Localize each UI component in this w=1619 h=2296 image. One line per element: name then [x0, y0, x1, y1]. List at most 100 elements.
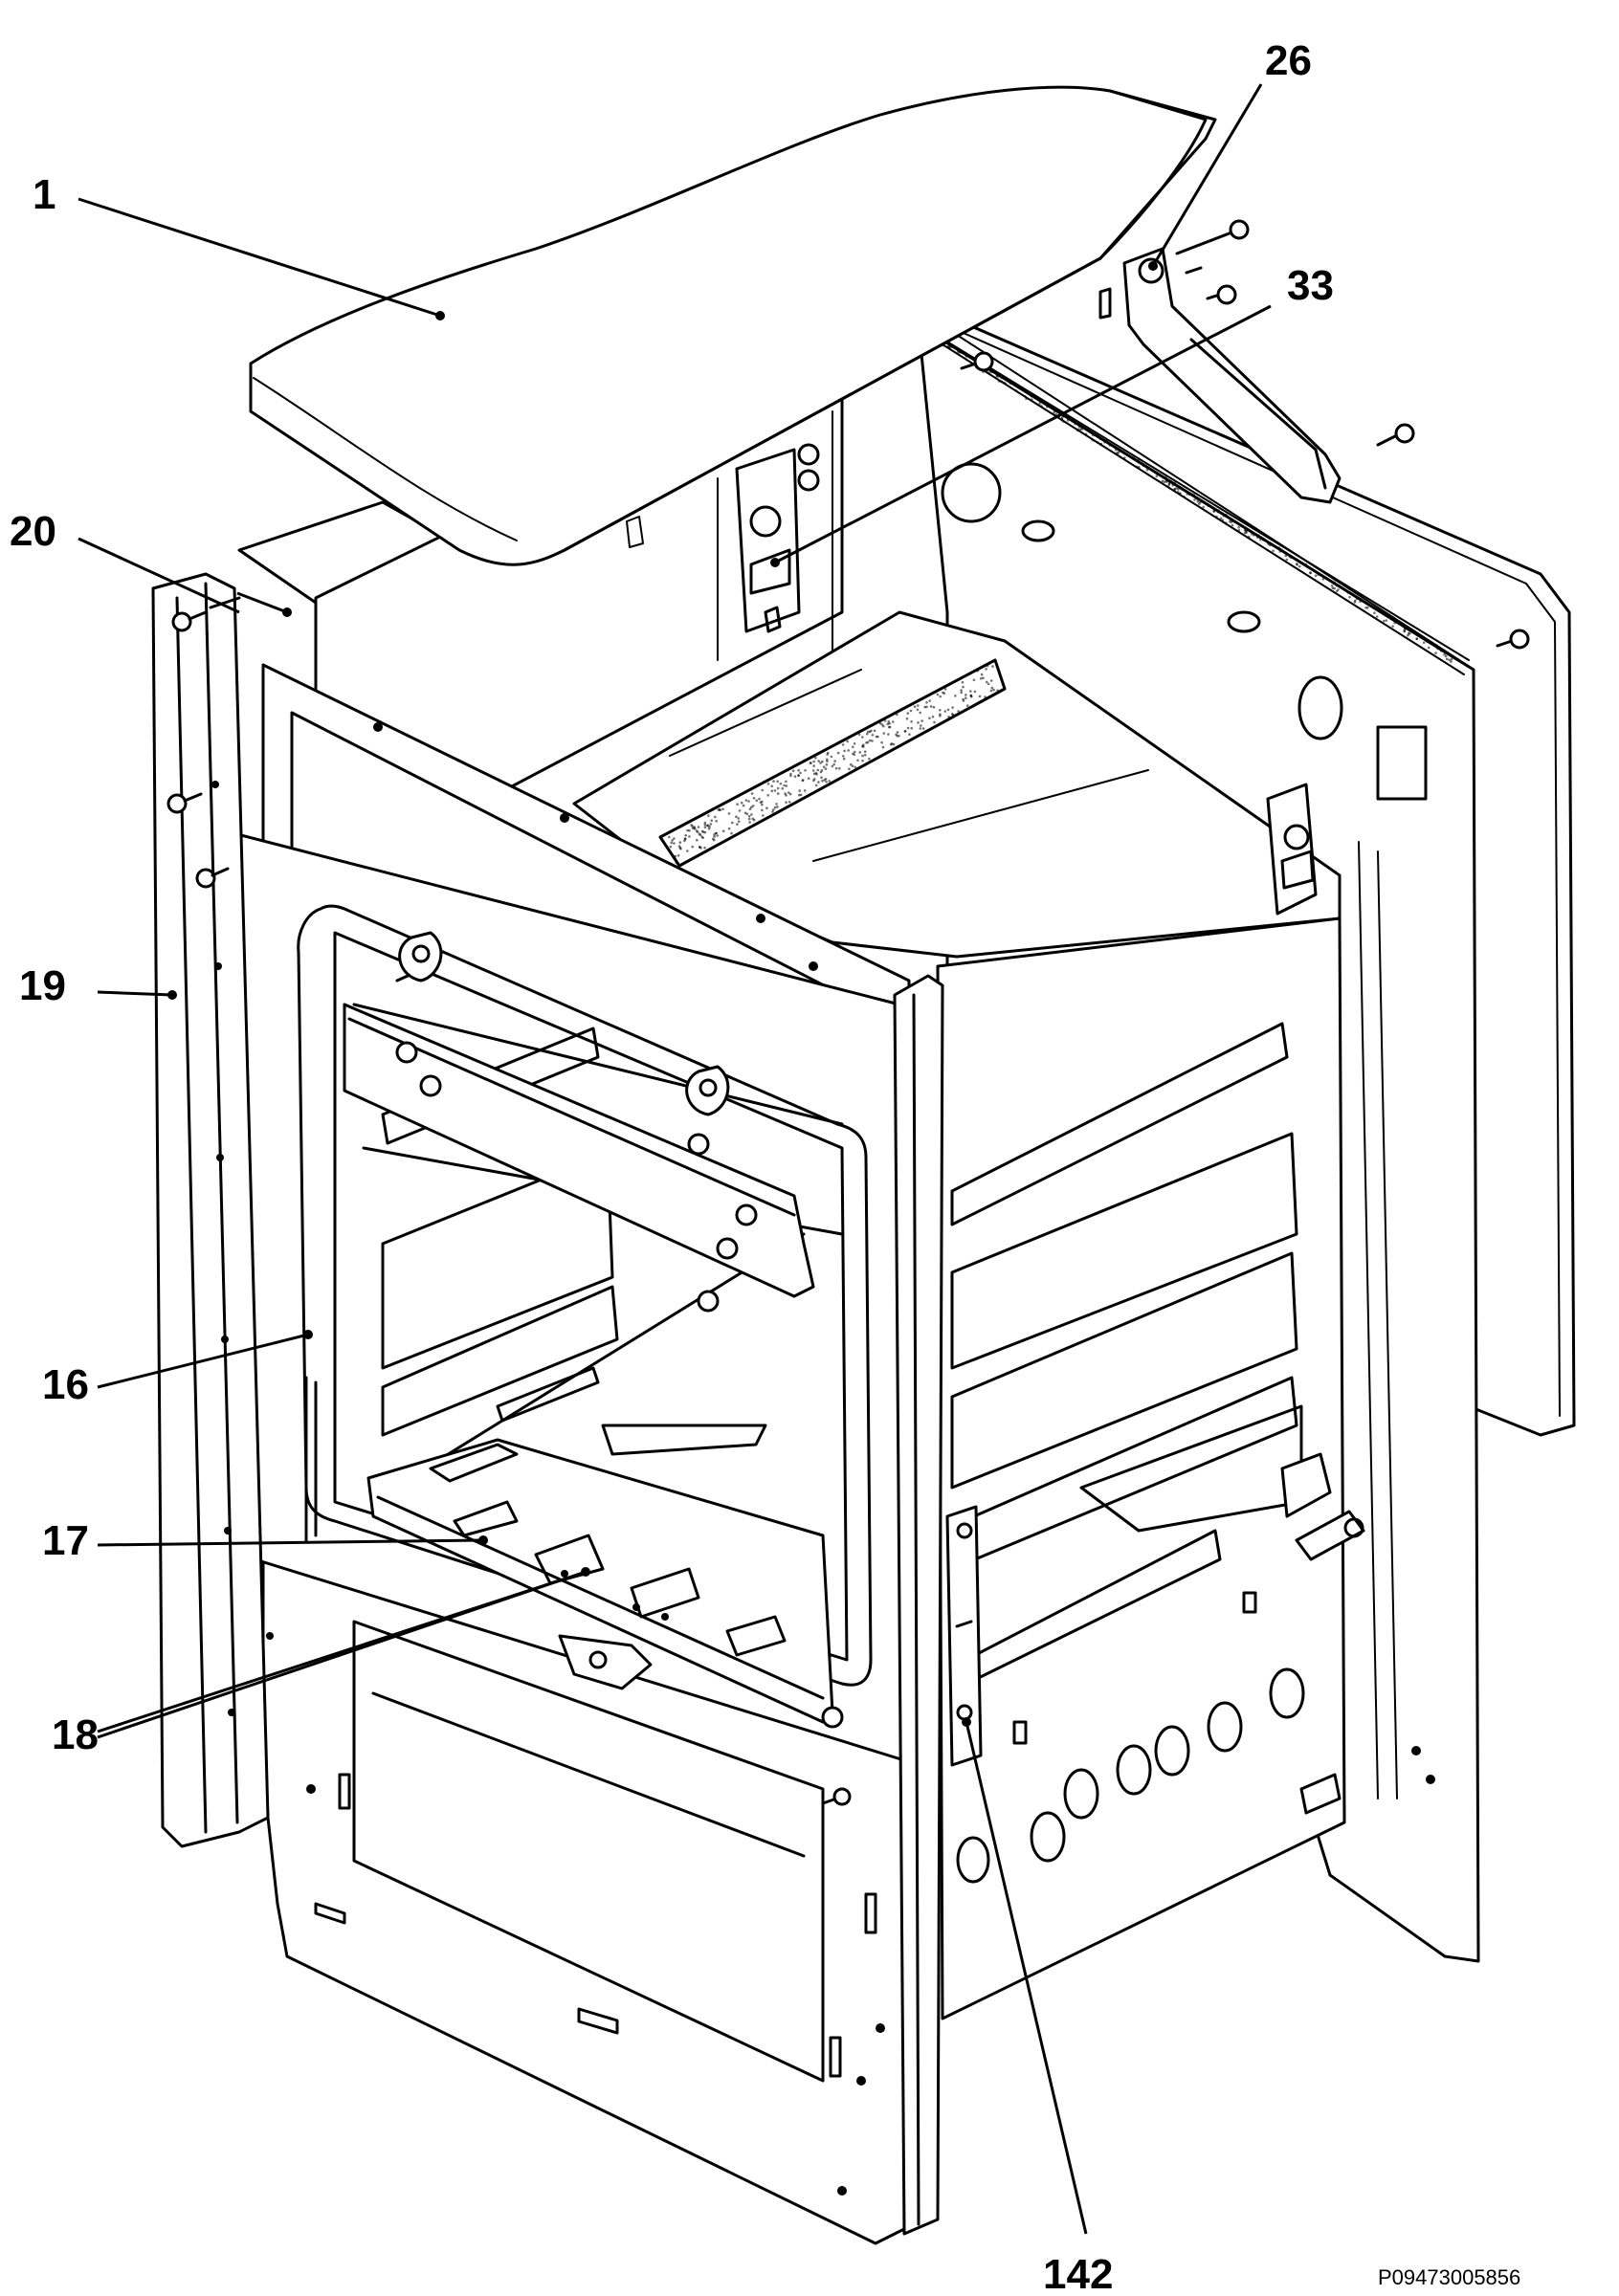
- insulation-speck: [1092, 433, 1095, 437]
- insulation-speck: [1099, 443, 1103, 447]
- insulation-speck: [962, 685, 965, 689]
- insulation-speck: [787, 791, 790, 794]
- insulation-speck: [812, 764, 815, 767]
- top-cover-panel: [249, 85, 1217, 566]
- insulation-speck: [965, 694, 967, 696]
- insulation-speck: [714, 831, 718, 835]
- insulation-speck: [678, 841, 682, 844]
- insulation-speck: [921, 727, 925, 730]
- insulation-speck: [759, 801, 763, 804]
- insulation-speck: [772, 808, 775, 811]
- insulation-speck: [1100, 437, 1104, 441]
- insulation-speck: [770, 789, 774, 793]
- insulation-speck: [1171, 483, 1174, 487]
- insulation-speck: [1193, 498, 1196, 501]
- insulation-speck: [1053, 410, 1055, 414]
- insulation-speck: [1018, 385, 1021, 388]
- insulation-speck: [919, 711, 921, 715]
- insulation-speck: [863, 750, 867, 753]
- insulation-speck: [1137, 465, 1141, 469]
- insulation-speck: [1187, 493, 1191, 497]
- insulation-speck: [740, 801, 743, 805]
- insulation-speck: [947, 345, 950, 349]
- insulation-speck: [684, 833, 687, 837]
- upper-hinge-brackets: [735, 219, 1530, 916]
- insulation-speck: [847, 749, 850, 752]
- insulation-speck: [824, 767, 828, 770]
- insulation-speck: [1105, 439, 1108, 443]
- insulation-speck: [1199, 500, 1202, 504]
- insulation-speck: [1164, 476, 1167, 480]
- insulation-speck: [696, 838, 699, 842]
- insulation-speck: [960, 689, 963, 692]
- insulation-speck: [1233, 520, 1236, 523]
- insulation-speck: [730, 831, 733, 835]
- insulation-speck: [743, 811, 747, 815]
- callout-16: 16: [42, 1361, 89, 1408]
- insulation-speck: [917, 704, 920, 707]
- insulation-speck: [762, 814, 765, 817]
- insulation-speck: [1161, 479, 1164, 483]
- insulation-speck: [703, 821, 707, 825]
- insulation-speck: [688, 835, 691, 838]
- insulation-speck: [686, 850, 689, 852]
- insulation-speck: [925, 701, 928, 704]
- insulation-speck: [1173, 481, 1176, 485]
- insulation-speck: [1091, 438, 1094, 442]
- insulation-speck: [1247, 528, 1251, 532]
- insulation-speck: [1176, 484, 1180, 488]
- insulation-speck: [920, 724, 922, 727]
- insulation-speck: [1445, 657, 1449, 661]
- insulation-speck: [1077, 425, 1081, 429]
- insulation-speck: [812, 760, 815, 763]
- insulation-speck: [898, 735, 900, 738]
- insulation-speck: [1031, 398, 1033, 401]
- insulation-speck: [766, 794, 769, 797]
- insulation-speck: [889, 742, 893, 746]
- insulation-speck: [747, 800, 750, 803]
- insulation-speck: [961, 680, 965, 684]
- insulation-speck: [825, 763, 829, 766]
- insulation-speck: [991, 665, 994, 668]
- insulation-speck: [820, 776, 823, 779]
- insulation-speck: [1359, 600, 1362, 603]
- insulation-speck: [936, 693, 940, 696]
- insulation-speck: [832, 762, 835, 766]
- insulation-speck: [785, 801, 787, 804]
- insulation-speck: [909, 709, 913, 713]
- insulation-speck: [1179, 492, 1182, 495]
- insulation-speck: [1108, 444, 1112, 447]
- insulation-speck: [791, 769, 795, 772]
- insulation-speck: [1351, 592, 1354, 596]
- insulation-speck: [705, 824, 709, 828]
- insulation-speck: [1003, 377, 1006, 381]
- insulation-speck: [910, 720, 913, 723]
- insulation-speck: [990, 370, 994, 374]
- insulation-speck: [1142, 464, 1145, 468]
- insulation-speck: [1448, 658, 1451, 662]
- insulation-speck: [686, 828, 689, 832]
- insulation-speck: [1123, 456, 1126, 459]
- insulation-speck: [703, 823, 707, 827]
- insulation-speck: [1025, 397, 1028, 401]
- insulation-speck: [919, 727, 922, 730]
- insulation-speck: [1290, 556, 1293, 560]
- insulation-speck: [943, 710, 947, 713]
- insulation-speck: [861, 736, 864, 739]
- insulation-speck: [908, 733, 911, 736]
- insulation-speck: [929, 705, 933, 708]
- insulation-speck: [1355, 597, 1359, 601]
- insulation-speck: [826, 758, 829, 762]
- insulation-speck: [703, 846, 706, 850]
- insulation-speck: [943, 688, 947, 691]
- insulation-speck: [755, 799, 759, 803]
- insulation-speck: [896, 731, 899, 734]
- insulation-speck: [750, 806, 753, 808]
- insulation-speck: [1183, 496, 1186, 498]
- insulation-speck: [949, 345, 953, 349]
- insulation-speck: [673, 842, 676, 845]
- insulation-speck: [1219, 517, 1223, 520]
- insulation-speck: [1383, 611, 1386, 615]
- insulation-speck: [1450, 660, 1453, 663]
- insulation-speck: [871, 734, 875, 737]
